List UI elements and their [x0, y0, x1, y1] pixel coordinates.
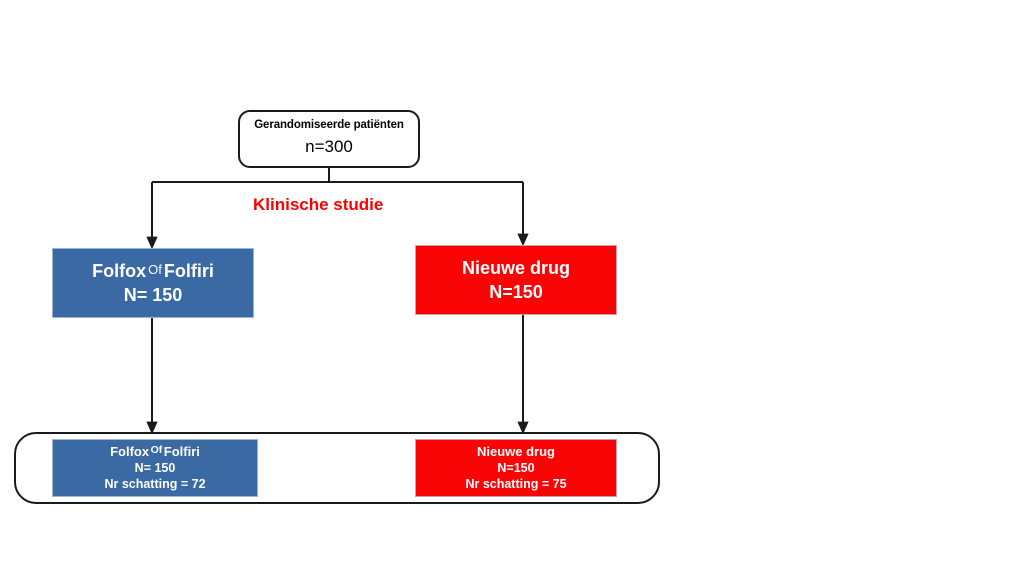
- treatment-outcome-estimate: Nr schatting = 75: [465, 477, 567, 492]
- treatment-outcome-box: Nieuwe drug N=150 Nr schatting = 75: [415, 439, 617, 497]
- control-arm-drug-b: Folfiri: [163, 260, 214, 281]
- control-arm-count: N= 150: [123, 284, 183, 305]
- randomization-node-count: n=300: [305, 137, 353, 156]
- branch-label: Klinische studie: [253, 195, 384, 214]
- randomization-node: Gerandomiseerde patiënten n=300: [238, 110, 420, 168]
- control-arm-drug-a: Folfox: [92, 260, 147, 281]
- control-outcome-joiner: Of: [150, 444, 163, 456]
- control-outcome-estimate: Nr schatting = 72: [104, 477, 206, 492]
- control-arm-joiner: Of: [148, 261, 162, 277]
- control-outcome-count: N= 150: [134, 460, 176, 475]
- randomization-node-title: Gerandomiseerde patiënten: [254, 119, 404, 131]
- treatment-arm-title: Nieuwe drug: [461, 257, 570, 278]
- treatment-outcome-title: Nieuwe drug: [476, 443, 555, 459]
- treatment-arm-box: Nieuwe drug N=150: [415, 245, 617, 315]
- treatment-outcome-count: N=150: [497, 460, 535, 475]
- control-outcome-drug-a: Folfox: [110, 443, 150, 459]
- treatment-arm-count: N=150: [489, 281, 543, 302]
- control-outcome-drug-b: Folfiri: [163, 443, 200, 459]
